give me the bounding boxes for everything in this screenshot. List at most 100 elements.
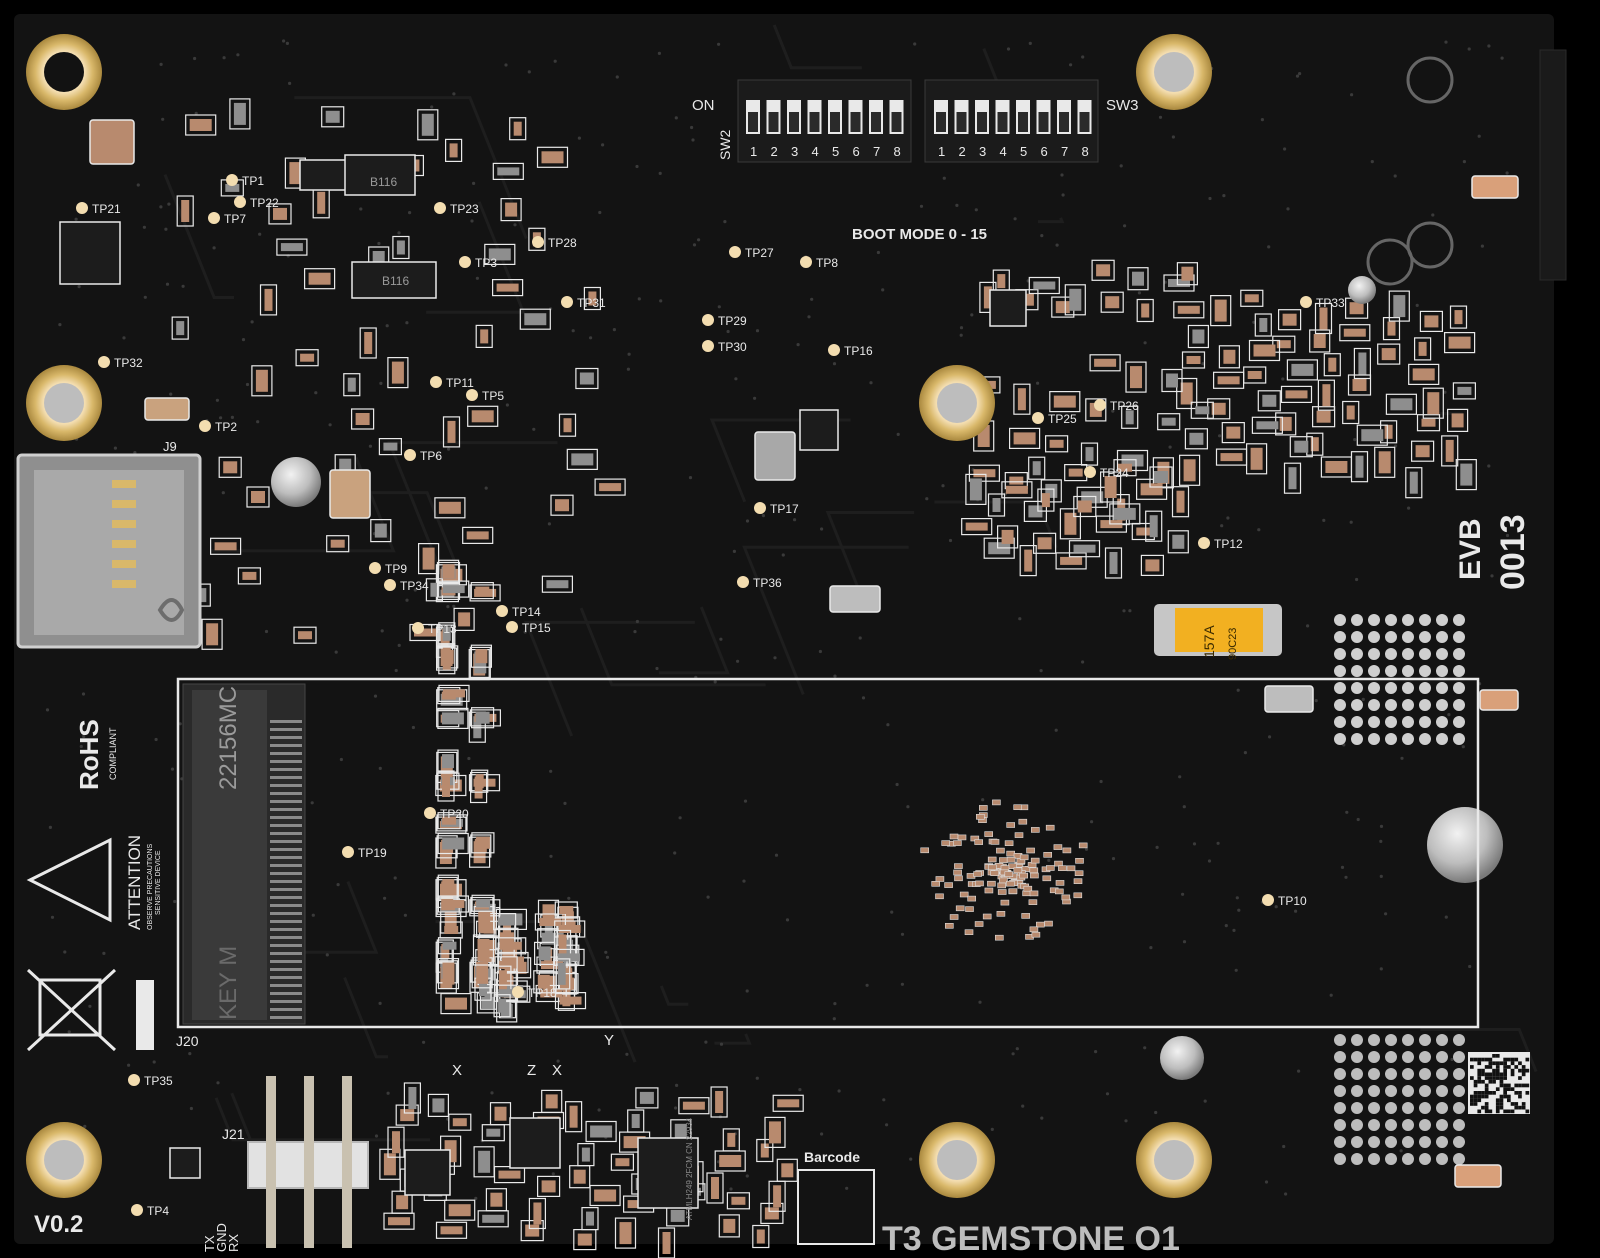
test-point-label: TP25 xyxy=(1048,412,1077,426)
test-point-label: TP13 xyxy=(428,622,457,636)
j21-label: J21 xyxy=(222,1126,245,1142)
test-point-label: TP5 xyxy=(482,389,504,403)
uart-gnd: GND xyxy=(214,1223,229,1252)
dip-number: 3 xyxy=(791,144,798,159)
test-point-pad xyxy=(512,986,524,998)
test-point-pad xyxy=(729,246,741,258)
test-point-pad xyxy=(459,256,471,268)
dip-number: 5 xyxy=(832,144,839,159)
test-point-label: TP26 xyxy=(1110,399,1139,413)
m2-part-number: 22156MC xyxy=(215,686,242,790)
test-point-label: TP22 xyxy=(250,196,279,210)
sw3-label: SW3 xyxy=(1106,97,1139,114)
m2-key: KEY M xyxy=(215,946,242,1020)
dip-number: 2 xyxy=(771,144,778,159)
dip-switches xyxy=(737,79,1099,163)
uart-header-j21 xyxy=(247,1076,369,1248)
test-point-pad xyxy=(412,622,424,634)
test-point-label: TP33 xyxy=(1316,296,1345,310)
boot-mode-label: BOOT MODE 0 - 15 xyxy=(852,226,987,243)
test-point-label: TP3 xyxy=(475,256,497,270)
j20-label: J20 xyxy=(176,1033,199,1049)
eeprom-marking: ATMLH249 2FCM CN 22934 xyxy=(685,1117,694,1220)
serial-label: 0013 xyxy=(1494,514,1532,590)
test-point-label: TP19 xyxy=(358,846,387,860)
dip-number: 1 xyxy=(938,144,945,159)
test-point-pad xyxy=(1198,537,1210,549)
board-version: V0.2 xyxy=(34,1211,83,1238)
test-point-pad xyxy=(208,212,220,224)
test-point-pad xyxy=(702,314,714,326)
test-point-pad xyxy=(800,256,812,268)
test-point-label: TP2 xyxy=(215,420,237,434)
dip-number: 7 xyxy=(1061,144,1068,159)
microsd-slot xyxy=(16,453,202,649)
test-point-label: TP21 xyxy=(92,202,121,216)
dip-number: 4 xyxy=(812,144,819,159)
dip-number: 2 xyxy=(959,144,966,159)
dip-number: 6 xyxy=(853,144,860,159)
attention-label: ATTENTION xyxy=(125,835,144,930)
test-point-label: TP9 xyxy=(385,562,407,576)
test-point-label: TP10 xyxy=(1278,894,1307,908)
dip-number: 6 xyxy=(1041,144,1048,159)
test-point-pad xyxy=(754,502,766,514)
dip-number: 8 xyxy=(1082,144,1089,159)
test-point-pad xyxy=(1300,296,1312,308)
m2-connector-j20 xyxy=(176,677,1480,1029)
rohs-compliant: COMPLIANT xyxy=(108,727,118,780)
chip1-marking: B116 xyxy=(370,175,397,189)
test-point-label: TP30 xyxy=(718,340,747,354)
via-holes xyxy=(38,39,1510,1200)
rohs-label: RoHS xyxy=(74,719,104,790)
tantalum-value: 157A xyxy=(1201,625,1217,658)
esd-warning-symbol xyxy=(26,837,112,923)
dip-number: 1 xyxy=(750,144,757,159)
test-point-pad xyxy=(128,1074,140,1086)
axis-y: Y xyxy=(604,1032,614,1049)
dip-number: 7 xyxy=(873,144,880,159)
test-point-pad xyxy=(369,562,381,574)
dip-number: 4 xyxy=(1000,144,1007,159)
test-point-pad xyxy=(234,196,246,208)
test-point-pad xyxy=(424,807,436,819)
test-point-label: TP32 xyxy=(114,356,143,370)
axis-x-1: X xyxy=(452,1062,462,1079)
test-point-pad xyxy=(496,605,508,617)
sensitive-device: SENSITIVE DEVICE xyxy=(155,850,162,915)
test-point-pad xyxy=(76,202,88,214)
test-point-pad xyxy=(1262,894,1274,906)
axis-z: Z xyxy=(527,1062,536,1079)
tantalum-capacitor xyxy=(1154,604,1282,656)
tantalum-code: 90C23 xyxy=(1227,628,1239,660)
dip-number: 3 xyxy=(979,144,986,159)
weee-bin-symbol xyxy=(26,968,117,1052)
on-label: ON xyxy=(692,97,715,114)
test-point-pad xyxy=(1094,399,1106,411)
test-point-label: TP36 xyxy=(753,576,782,590)
test-point-label: TP27 xyxy=(745,246,774,260)
uart-rx: RX xyxy=(226,1234,241,1252)
pcb-substrate xyxy=(14,14,1554,1244)
test-point-label: TP17 xyxy=(770,502,799,516)
test-point-pad xyxy=(466,389,478,401)
test-point-label: TP31 xyxy=(577,296,606,310)
smd-components xyxy=(59,98,1519,1258)
test-point-pad xyxy=(404,449,416,461)
test-point-pad xyxy=(199,420,211,432)
attention-sub: OBSERVE PRECAUTIONS xyxy=(147,843,154,930)
evb-label: EVB xyxy=(1454,518,1487,580)
test-point-label: TP23 xyxy=(450,202,479,216)
test-point-label: TP12 xyxy=(1214,537,1243,551)
dip-number: 5 xyxy=(1020,144,1027,159)
test-point-label: TP14 xyxy=(512,605,541,619)
chip2-marking: B116 xyxy=(382,274,409,288)
test-point-label: TP16 xyxy=(844,344,873,358)
test-point-pad xyxy=(434,202,446,214)
board-name: T3 GEMSTONE O1 xyxy=(882,1220,1180,1258)
test-point-pad xyxy=(131,1204,143,1216)
test-point-pad xyxy=(561,296,573,308)
test-point-label: TP28 xyxy=(548,236,577,250)
test-point-pad xyxy=(828,344,840,356)
test-point-label: TP4 xyxy=(147,1204,169,1218)
